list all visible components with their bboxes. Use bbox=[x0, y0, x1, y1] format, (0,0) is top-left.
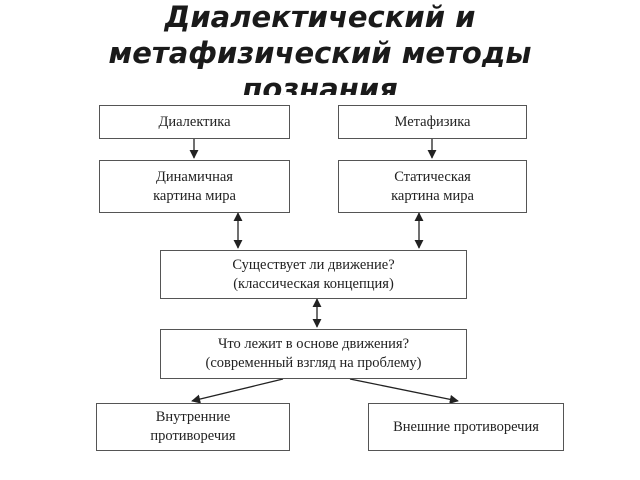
box-static-picture-label: Статическая картина мира bbox=[391, 168, 474, 204]
box-motion-exists-label: Существует ли движение? (классическая ко… bbox=[232, 256, 395, 292]
slide-title: Диалектический и метафизический методы п… bbox=[0, 0, 640, 95]
box-external-contradictions: Внешние противоречия bbox=[368, 403, 564, 451]
arrow-basis-to-internal bbox=[191, 378, 284, 404]
title-line-3: познания bbox=[242, 72, 398, 95]
box-static-picture: Статическая картина мира bbox=[338, 160, 527, 213]
box-dialectics-label: Диалектика bbox=[158, 113, 231, 130]
arrow-basis-to-external bbox=[349, 378, 459, 404]
box-dialectics: Диалектика bbox=[99, 105, 290, 139]
box-motion-exists: Существует ли движение? (классическая ко… bbox=[160, 250, 467, 299]
box-motion-basis-label: Что лежит в основе движения? (современны… bbox=[205, 336, 422, 371]
title-line-1: Диалектический и bbox=[164, 0, 476, 34]
box-motion-basis: Что лежит в основе движения? (современны… bbox=[160, 329, 467, 379]
box-dynamic-picture-label: Динамичная картина мира bbox=[153, 168, 236, 204]
box-metaphysics: Метафизика bbox=[338, 105, 527, 139]
box-internal-contradictions: Внутренние противоречия bbox=[96, 403, 290, 451]
box-internal-contradictions-label: Внутренние противоречия bbox=[150, 409, 236, 444]
box-metaphysics-label: Метафизика bbox=[394, 113, 471, 130]
box-external-contradictions-label: Внешние противоречия bbox=[393, 418, 539, 435]
title-line-2: метафизический методы bbox=[108, 36, 532, 70]
box-dynamic-picture: Динамичная картина мира bbox=[99, 160, 290, 213]
